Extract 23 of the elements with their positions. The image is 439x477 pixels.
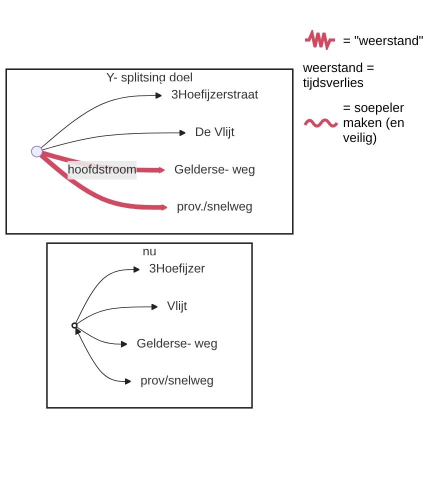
arrow bbox=[75, 328, 132, 385]
arrow bbox=[40, 92, 162, 148]
node-text: 3Hoefijzer bbox=[149, 262, 206, 276]
arrow bbox=[40, 153, 168, 211]
node-text: De Vlijt bbox=[195, 126, 234, 140]
arrow bbox=[76, 303, 158, 325]
node-text: Vlijt bbox=[167, 300, 188, 314]
arrow bbox=[76, 326, 128, 348]
legend-text: = "weerstand" bbox=[343, 32, 424, 48]
note-text: weerstand = tijdsverlies bbox=[303, 60, 376, 90]
node-text: prov/snelweg bbox=[140, 374, 214, 388]
node-text: 3Hoefijzerstraat bbox=[171, 88, 258, 102]
diagram: Y- splitsing doel hoofdstroom 3Hoefijzerstraat De Vlijt Gelderse- weg prov./snelweg nu 3Hoefijzer Vlijt Gelderse- weg prov/snelweg bbox=[0, 62, 299, 414]
node-text: Gelderse- weg bbox=[136, 337, 218, 350]
cluster bbox=[46, 242, 253, 409]
arrow bbox=[75, 266, 140, 324]
node-text: prov./snelweg bbox=[176, 200, 253, 214]
legend-text: = soepeler maken (en veilig) bbox=[343, 100, 406, 145]
node-text: Gelderse- weg bbox=[174, 163, 256, 176]
arrow bbox=[42, 129, 186, 150]
cluster bbox=[5, 68, 294, 235]
node-dot bbox=[31, 146, 43, 158]
node-circle bbox=[71, 322, 78, 329]
